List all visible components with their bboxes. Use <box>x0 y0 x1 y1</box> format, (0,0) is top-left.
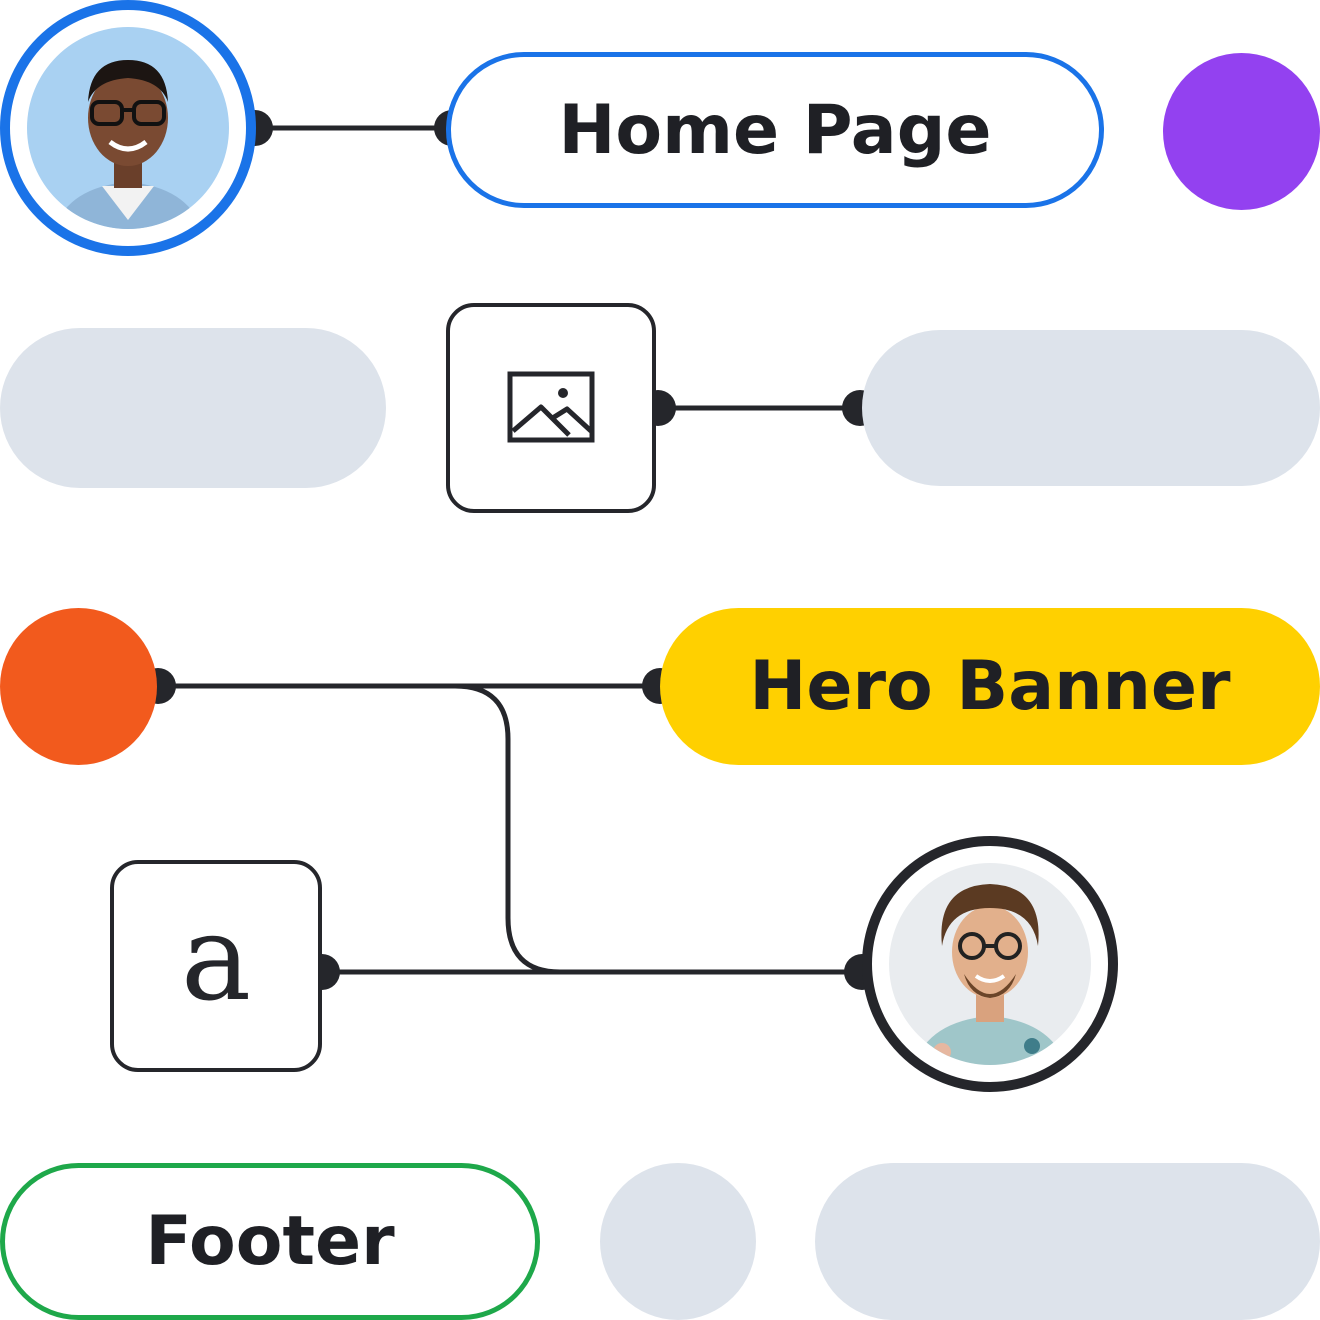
person-photo-icon <box>27 27 229 229</box>
hero-banner-node[interactable]: Hero Banner <box>660 608 1320 765</box>
avatar-user-1[interactable] <box>0 0 256 256</box>
purple-dot <box>1163 53 1320 210</box>
footer-node[interactable]: Footer <box>0 1163 540 1320</box>
image-block[interactable] <box>446 303 656 513</box>
placeholder-pill-right <box>862 330 1320 486</box>
hero-banner-label: Hero Banner <box>749 647 1231 726</box>
text-block[interactable]: a <box>110 860 322 1072</box>
placeholder-dot <box>600 1163 756 1320</box>
text-glyph: a <box>180 889 252 1027</box>
person-photo-icon <box>889 863 1091 1065</box>
home-page-node[interactable]: Home Page <box>446 52 1104 208</box>
placeholder-pill-bottom <box>815 1163 1320 1320</box>
orange-dot <box>0 608 157 765</box>
footer-label: Footer <box>145 1202 395 1281</box>
placeholder-pill-left <box>0 328 386 488</box>
avatar-user-2[interactable] <box>862 836 1118 1092</box>
image-icon <box>507 371 595 443</box>
home-page-label: Home Page <box>558 90 992 170</box>
